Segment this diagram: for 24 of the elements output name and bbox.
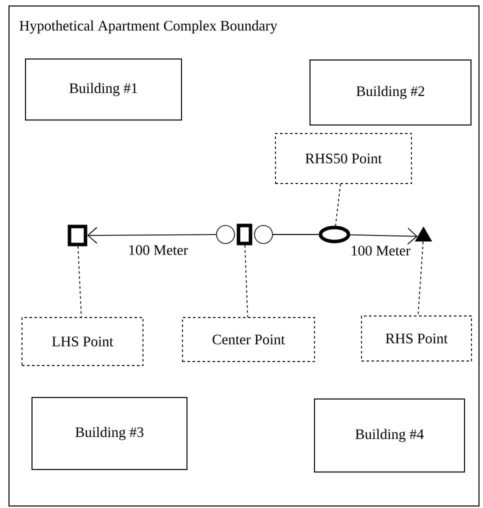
circle-marker — [254, 225, 273, 244]
triangle-marker — [414, 226, 432, 242]
leader-line — [272, 234, 320, 235]
ellipse-marker — [318, 226, 350, 244]
edge-label: 100 Meter — [350, 244, 412, 257]
building-box: Building #3 — [32, 397, 188, 470]
square-marker — [68, 224, 88, 246]
edge-label: 100 Meter — [127, 244, 190, 256]
point-label-box: RHS50 Point — [275, 133, 412, 184]
boundary-title: Hypothetical Apartment Complex Boundary — [20, 20, 278, 34]
point-label-box: LHS Point — [22, 317, 144, 366]
leader-line — [335, 184, 341, 226]
leader-line — [418, 241, 424, 316]
building-box: Building #1 — [25, 58, 182, 120]
building-box: Building #2 — [310, 60, 472, 126]
center-marker — [236, 224, 252, 246]
building-box: Building #4 — [314, 398, 465, 472]
point-label-box: RHS Point — [361, 316, 472, 362]
leader-line — [244, 244, 248, 318]
arrow — [87, 226, 217, 244]
arrow — [350, 228, 418, 245]
point-label-box: Center Point — [182, 317, 315, 362]
circle-marker — [216, 225, 235, 244]
leader-line — [78, 246, 82, 318]
